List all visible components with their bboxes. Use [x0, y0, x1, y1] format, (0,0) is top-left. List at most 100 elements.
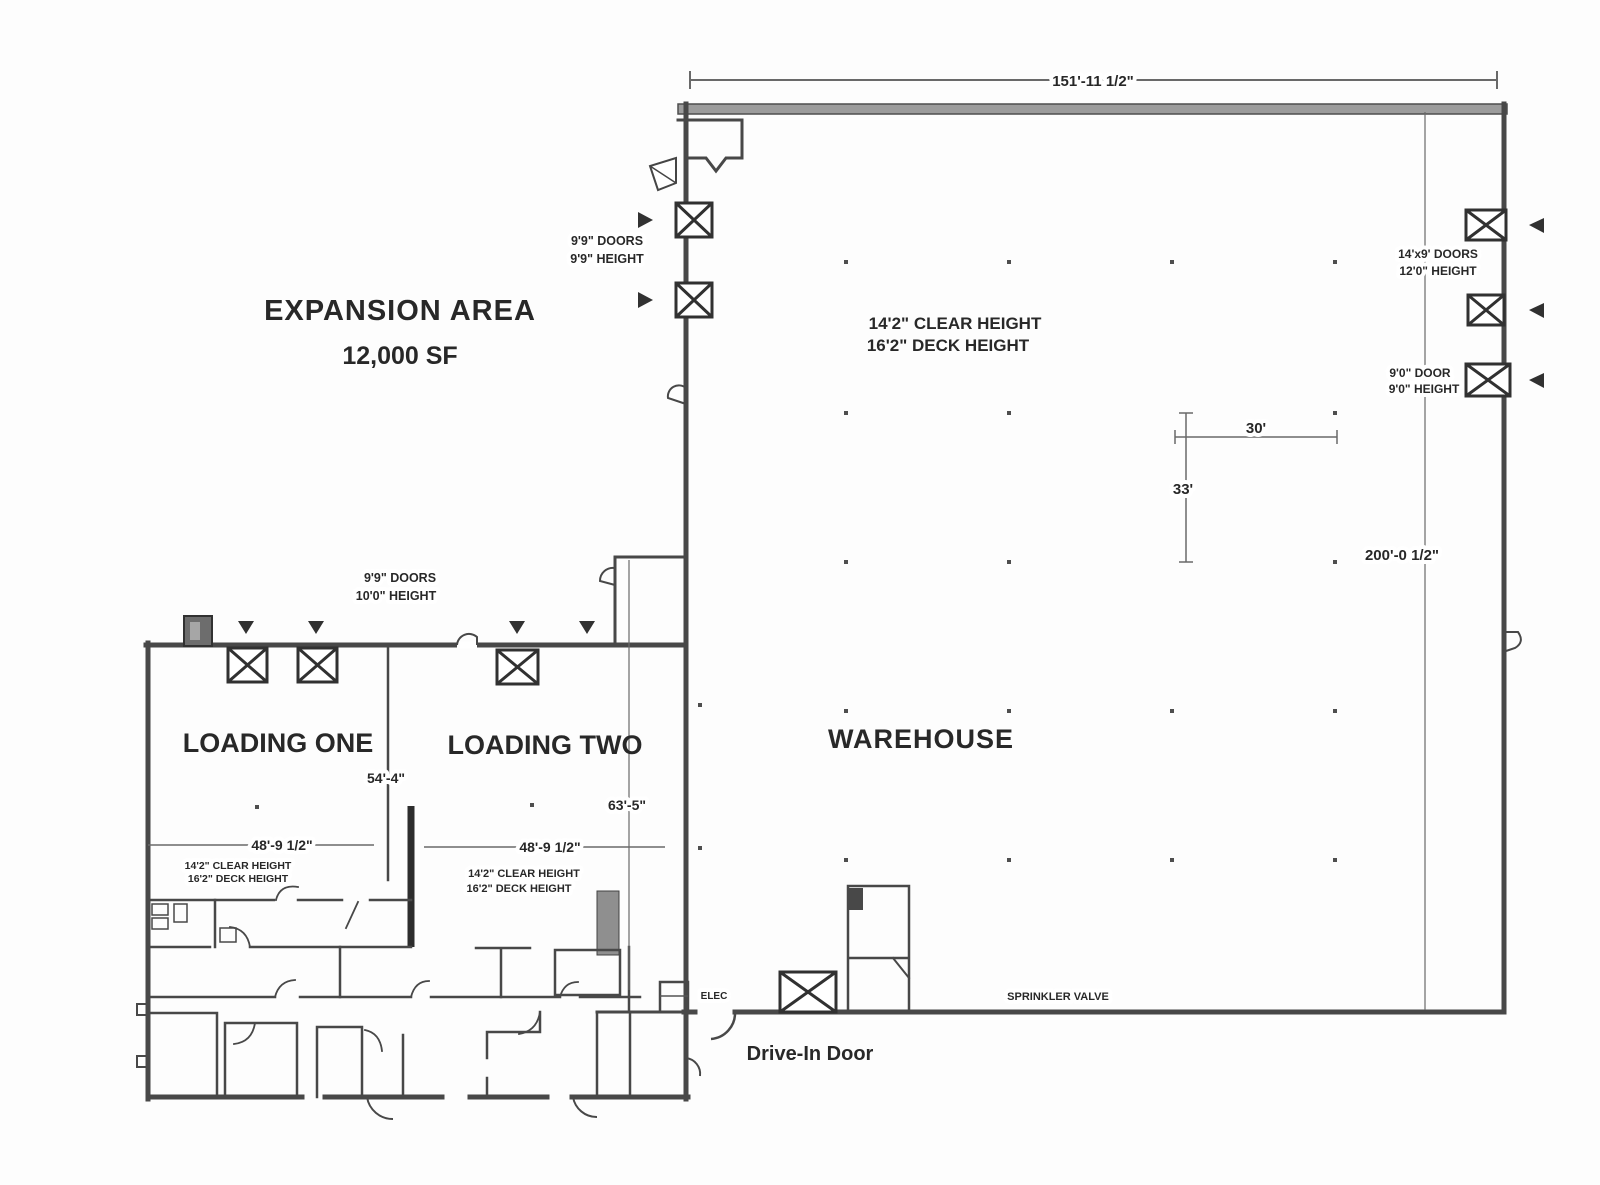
- door-swing: [409, 980, 430, 999]
- restroom-fixture: [219, 927, 237, 943]
- dim-loading-two-depth-label: 63'-5": [608, 797, 646, 813]
- warehouse-interior-room: [846, 884, 911, 1014]
- column-marker: [844, 709, 848, 713]
- plan-labels: 151'-11 1/2" EXPANSION AREA 12,000 SF 9'…: [181, 69, 1482, 1065]
- restroom-fixture: [151, 903, 169, 916]
- column-marker: [844, 411, 848, 415]
- column-marker: [698, 846, 702, 850]
- office-wall: [338, 945, 631, 1014]
- dock-door-icon: [778, 970, 838, 1014]
- column-marker: [1007, 560, 1011, 564]
- warehouse-corner-room: [676, 118, 744, 174]
- room-dark-fixture: [849, 888, 863, 910]
- drive-in-door-label: Drive-In Door: [747, 1043, 874, 1065]
- office-room-wall: [595, 1010, 632, 1099]
- corner-structure-line: [649, 165, 677, 184]
- arrow-down-icon: [238, 621, 254, 634]
- office-room-wall: [315, 1025, 364, 1099]
- right-door-lower-label-line1: 9'0" DOOR: [1389, 366, 1451, 380]
- dock-door-icon: [495, 648, 540, 686]
- dock-door-icon: [1464, 362, 1512, 398]
- column-marker: [844, 560, 848, 564]
- dim-bay-width-label: 30': [1246, 420, 1266, 437]
- right-door-lower-label-line2: 9'0" HEIGHT: [1389, 382, 1460, 396]
- warehouse-exterior-walls: [648, 101, 1522, 1041]
- arrow-down-icon: [509, 621, 525, 634]
- door-swing: [666, 384, 687, 405]
- wall-tab: [136, 1055, 149, 1068]
- loading-one-deck-height-label: 16'2" DECK HEIGHT: [188, 873, 289, 885]
- door-swing: [1505, 631, 1522, 652]
- wall-tab: [136, 1003, 149, 1016]
- office-room: [553, 948, 622, 997]
- door-leaf: [891, 956, 911, 980]
- column-marker: [1007, 260, 1011, 264]
- door-leaf: [344, 900, 360, 930]
- column-marker: [1333, 260, 1337, 264]
- loading-one-clear-height-label: 14'2" CLEAR HEIGHT: [185, 860, 292, 872]
- door-swing: [366, 1096, 394, 1121]
- column-marker: [1170, 260, 1174, 264]
- loading-doors-label-line2: 10'0" HEIGHT: [356, 589, 437, 603]
- dim-top-width-label: 151'-11 1/2": [1052, 73, 1134, 90]
- door-swing: [517, 1010, 542, 1036]
- column-marker: [844, 260, 848, 264]
- office-room-wall: [223, 1021, 299, 1099]
- loading-doors-label-line1: 9'9" DOORS: [364, 571, 436, 585]
- expansion-area-label: EXPANSION AREA: [264, 295, 536, 327]
- door-swing: [233, 1021, 257, 1045]
- dim-right-height-label: 200'-0 1/2": [1365, 547, 1439, 564]
- column-marker: [1333, 560, 1337, 564]
- dim-bay-depth-label: 33': [1173, 481, 1193, 498]
- column-marker: [1007, 411, 1011, 415]
- dock-door-icon: [1466, 293, 1506, 327]
- warehouse-label: WAREHOUSE: [828, 724, 1014, 754]
- dim-line-30: [1174, 430, 1338, 444]
- dock-door-icon: [296, 646, 339, 684]
- door-swing: [456, 632, 478, 646]
- arrow-right-icon: [638, 212, 653, 228]
- door-direction-arrows: [238, 212, 1544, 634]
- interior-main-walls: [386, 118, 911, 1014]
- sprinkler-valve-label: SPRINKLER VALVE: [1007, 991, 1109, 1003]
- dock-door-icon: [1464, 208, 1508, 242]
- door-swing: [685, 1057, 702, 1077]
- restroom-fixture: [173, 903, 188, 923]
- dimension-lines: [148, 71, 1498, 1010]
- column-marker: [1333, 858, 1337, 862]
- dim-line-33: [1179, 412, 1193, 563]
- dock-doors: [226, 201, 1512, 1014]
- column-marker: [844, 858, 848, 862]
- office-interior-walls: [146, 885, 688, 1099]
- arrow-right-icon: [638, 292, 653, 308]
- elec-label: ELEC: [701, 991, 728, 1002]
- expansion-doors-label-line1: 9'9" DOORS: [571, 234, 643, 248]
- dock-door-icon: [674, 281, 714, 319]
- column-grid-markers: [255, 260, 1337, 862]
- column-marker: [1170, 709, 1174, 713]
- door-swing: [572, 1096, 598, 1119]
- dim-line-top: [689, 71, 1498, 89]
- door-swing: [598, 566, 616, 586]
- right-doors-upper-label-line1: 14'x9' DOORS: [1398, 247, 1478, 261]
- arrow-down-icon: [308, 621, 324, 634]
- wall-segment: [677, 103, 1508, 115]
- column-marker: [698, 703, 702, 707]
- vestibule-walls: [613, 555, 688, 647]
- dock-door-icon: [674, 201, 714, 239]
- arrow-left-icon: [1529, 373, 1544, 388]
- door-swing: [274, 885, 300, 902]
- loading-two-label: LOADING TWO: [448, 730, 643, 760]
- office-room-wall: [485, 1010, 542, 1099]
- office-room-wall: [146, 1011, 219, 1099]
- expansion-doors-label-line2: 9'9" HEIGHT: [570, 252, 644, 266]
- door-swing: [273, 979, 296, 999]
- dim-loading-one-width-label: 48'-9 1/2": [251, 837, 312, 853]
- utility-box-inner: [190, 622, 200, 640]
- loading-two-clear-height-label: 14'2" CLEAR HEIGHT: [468, 868, 580, 880]
- expansion-size-label: 12,000 SF: [342, 342, 457, 370]
- door-swing: [229, 926, 252, 949]
- dock-door-icon: [226, 646, 269, 684]
